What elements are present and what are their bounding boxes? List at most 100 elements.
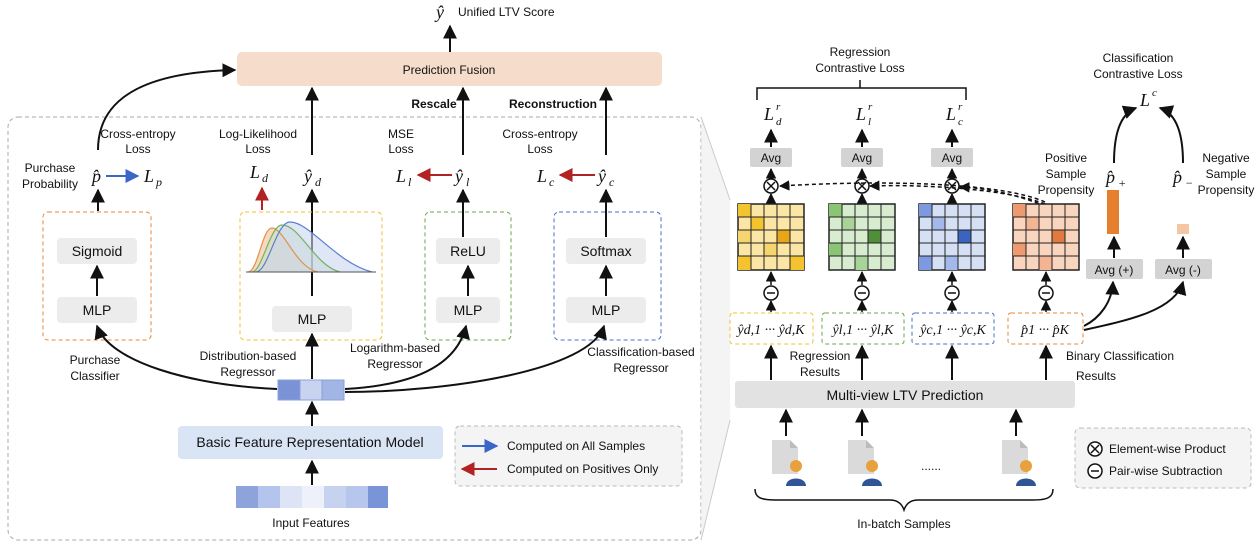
log-regressor-label2: Regressor xyxy=(367,357,422,371)
vector-p-label: p̂1 ··· p̂K xyxy=(1020,323,1070,338)
in-batch-brace xyxy=(754,488,1054,513)
cls-regressor-label2: Regressor xyxy=(613,361,668,375)
dist-loss-title: Log-Likelihood xyxy=(219,127,297,141)
avg-box-l xyxy=(841,148,883,167)
purchase-loss-sub: p xyxy=(155,175,162,189)
log-regressor-label1: Logarithm-based xyxy=(350,341,440,355)
reg-results-label1: Regression xyxy=(790,349,851,363)
neg-propensity-label2: Sample xyxy=(1206,167,1247,181)
matrix-p xyxy=(1012,203,1080,271)
shared-embedding-vector xyxy=(277,379,345,401)
cls-loss-sym: L xyxy=(536,166,547,186)
neg-propensity-label1: Negative xyxy=(1202,151,1250,165)
dist-loss-title2: Loss xyxy=(245,142,270,156)
cls-loss-title2: Loss xyxy=(527,142,552,156)
dist-yhat-sub: d xyxy=(315,175,322,189)
rescale-label: Rescale xyxy=(411,97,457,111)
vector-p-box xyxy=(1007,312,1084,345)
purchase-classifier-label2: Classifier xyxy=(70,369,119,383)
negative-propensity-bar xyxy=(1177,224,1189,234)
reg-contrast-title2: Contrastive Loss xyxy=(815,61,904,75)
cls-mlp-label: MLP xyxy=(592,302,621,318)
purchase-prob-label1: Purchase xyxy=(25,161,76,175)
sample-icon-2 xyxy=(848,440,882,486)
log-loss-title2: Loss xyxy=(388,142,413,156)
cls-regressor-label1: Classification-based xyxy=(587,345,694,359)
avg-label-d: Avg xyxy=(761,151,781,165)
dist-regressor-label1: Distribution-based xyxy=(200,349,297,363)
pminus-sub: − xyxy=(1185,176,1193,190)
lr-c-sub: c xyxy=(958,116,963,128)
vector-c-label: ŷc,1 ··· ŷc,K xyxy=(918,323,986,338)
zoom-funnel xyxy=(701,117,730,540)
legend-product-icon xyxy=(1087,441,1103,457)
lr-l-sup: r xyxy=(868,101,873,113)
cls-yhat: ŷ xyxy=(596,166,606,186)
softmax-box xyxy=(566,238,646,264)
legend-subtract-label: Pair-wise Subtraction xyxy=(1109,464,1222,478)
purchase-classifier-label1: Purchase xyxy=(70,353,121,367)
lr-l-sub: l xyxy=(868,116,871,128)
bin-results-label1: Binary Classification xyxy=(1066,349,1174,363)
avg-box-c xyxy=(931,148,973,167)
subtract-icon-d xyxy=(763,285,779,301)
pplus-sym: p̂ xyxy=(1104,167,1115,187)
input-features-label: Input Features xyxy=(272,516,349,530)
sample-icon-1 xyxy=(772,440,806,486)
reg-contrast-title1: Regression xyxy=(830,45,891,59)
dist-yhat: ŷ xyxy=(302,166,312,186)
vector-l-box xyxy=(821,312,905,345)
matrix-l xyxy=(828,203,896,271)
lr-d-sup: r xyxy=(776,101,781,113)
legend-subtract-icon xyxy=(1087,463,1103,479)
lr-c-sym: L xyxy=(945,104,956,124)
unified-ltv-label: Unified LTV Score xyxy=(458,5,555,19)
avg-minus-label: Avg (-) xyxy=(1165,263,1201,277)
matrix-c xyxy=(918,203,986,271)
cls-yhat-sub: c xyxy=(609,175,615,189)
log-mlp-box xyxy=(436,297,500,323)
avg-label-c: Avg xyxy=(942,151,962,165)
cls-branch-box xyxy=(553,211,662,341)
dist-regressor-label2: Regressor xyxy=(220,365,275,379)
cls-contrast-title2: Contrastive Loss xyxy=(1093,67,1182,81)
prediction-fusion-box xyxy=(237,52,662,86)
dist-loss-sub: d xyxy=(262,171,269,185)
legend-product-label: Element-wise Product xyxy=(1109,442,1226,456)
cls-loss-title: Cross-entropy xyxy=(502,127,577,141)
relu-label: ReLU xyxy=(450,243,486,259)
neg-propensity-label3: Propensity xyxy=(1198,183,1255,197)
log-mlp-label: MLP xyxy=(454,302,483,318)
matrix-d xyxy=(737,203,805,271)
log-loss-title: MSE xyxy=(388,127,414,141)
vector-c-box xyxy=(911,312,995,345)
purchase-phat: p̂ xyxy=(90,166,101,186)
purchase-loss-title2: Loss xyxy=(125,142,150,156)
arrow-legend xyxy=(454,425,683,487)
samples-ellipsis: ...... xyxy=(921,459,941,473)
sigmoid-label: Sigmoid xyxy=(72,243,123,259)
feature-model-label: Basic Feature Representation Model xyxy=(196,434,423,450)
subtract-icon-l xyxy=(854,285,870,301)
cls-loss-sub: c xyxy=(549,175,555,189)
reg-results-label2: Results xyxy=(800,365,840,379)
pplus-sub: + xyxy=(1118,176,1126,190)
sample-icon-3 xyxy=(1002,440,1036,486)
legend-positives-only: Computed on Positives Only xyxy=(507,462,658,476)
avg-box-d xyxy=(750,148,792,167)
operator-legend xyxy=(1074,427,1252,489)
lr-l-sym: L xyxy=(855,104,866,124)
log-yhat-sub: l xyxy=(466,175,470,189)
pos-propensity-label1: Positive xyxy=(1045,151,1087,165)
avg-plus-label: Avg (+) xyxy=(1095,263,1134,277)
purchase-mlp-box xyxy=(57,297,137,323)
log-branch-box xyxy=(424,211,512,341)
dist-mlp-box xyxy=(272,306,352,332)
product-icon-l xyxy=(854,178,870,194)
multiview-box xyxy=(735,381,1075,408)
distribution-curves-icon xyxy=(246,221,376,273)
subtract-icon-c xyxy=(944,285,960,301)
relu-box xyxy=(436,238,500,264)
purchase-mlp-label: MLP xyxy=(83,302,112,318)
reconstruction-label: Reconstruction xyxy=(509,97,597,111)
